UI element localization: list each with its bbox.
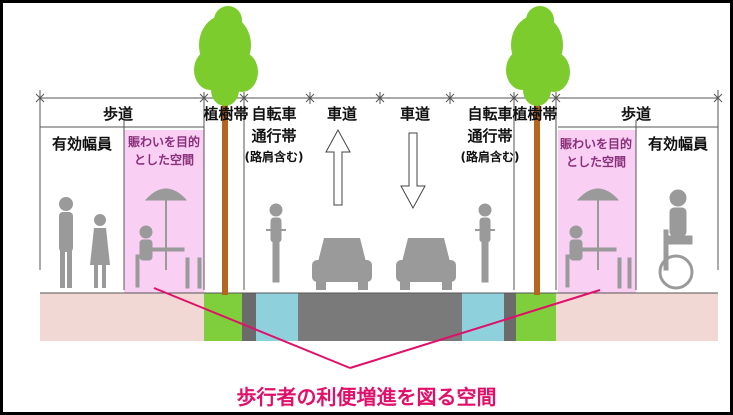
tree-right (506, 6, 570, 295)
label-bike-right-3: (路肩含む) (460, 150, 520, 164)
car-left (312, 238, 372, 290)
pedestrian-figure-2 (90, 214, 110, 288)
label-effective-width-left: 有効幅員 (51, 135, 113, 153)
label-road-left: 車道 (326, 105, 358, 123)
arrow-up-icon (325, 128, 351, 206)
pointer-lines (153, 287, 601, 369)
bike-lane-right (462, 293, 504, 341)
label-bike-right-2: 通行帯 (467, 127, 513, 145)
sidewalk-left (40, 293, 204, 341)
label-lively-left-2: とした空間 (133, 153, 195, 167)
label-sidewalk-left: 歩道 (102, 105, 134, 123)
label-planting-left: 植樹帯 (203, 105, 249, 123)
curb-right (504, 293, 516, 341)
label-bike-left-1: 自転車 (251, 105, 297, 123)
car-right (396, 238, 456, 290)
label-lively-left-1: 賑わいを目的 (127, 135, 201, 149)
label-bike-right-1: 自転車 (467, 105, 513, 123)
dimension-lines (39, 90, 719, 290)
caption: 歩行者の利便増進を図る空間 (236, 385, 497, 409)
sidewalk-right (556, 293, 718, 341)
curb-left (242, 293, 256, 341)
cyclist-left (266, 203, 286, 283)
cafe-table-right (565, 188, 632, 289)
tree-left (194, 6, 258, 295)
pedestrian-figure-1 (59, 197, 73, 288)
planting-strip-right (516, 293, 556, 341)
label-lively-right-2: とした空間 (565, 155, 627, 169)
cafe-table-left (135, 188, 202, 289)
label-road-right: 車道 (399, 105, 431, 123)
arrow-down-icon (400, 132, 426, 210)
roadway (298, 293, 462, 341)
label-planting-right: 植樹帯 (512, 105, 558, 123)
dimension-ticks (35, 93, 723, 103)
bike-lane-left (256, 293, 298, 341)
wheelchair-user-figure (658, 189, 694, 290)
label-sidewalk-right: 歩道 (620, 105, 652, 123)
label-bike-left-3: (路肩含む) (244, 150, 304, 164)
label-bike-left-2: 通行帯 (251, 127, 297, 145)
cyclist-right (475, 203, 495, 283)
label-lively-right-1: 賑わいを目的 (559, 137, 633, 151)
label-effective-width-right: 有効幅員 (647, 135, 709, 153)
